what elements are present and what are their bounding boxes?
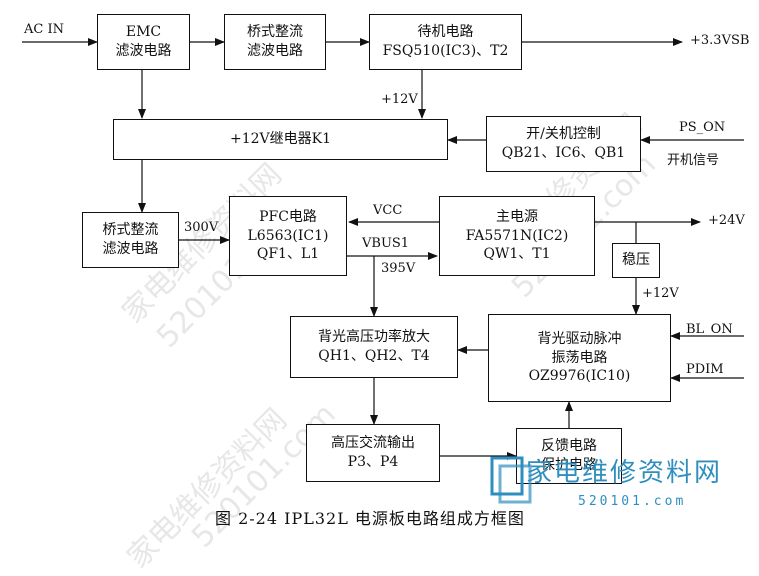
v12-standby-label: +12V [381, 92, 418, 107]
block-diagram: 家电维修资料网 520101.com 家电维修资料网 520101.com 家电… [22, 14, 756, 575]
block-line: 滤波电路 [247, 43, 303, 59]
v33sb-label: +3.3VSB [690, 33, 750, 48]
bridge-rectifier-left-block: 桥式整流 滤波电路 [82, 212, 179, 268]
vcc-label: VCC [373, 203, 403, 218]
block-line: FA5571N(IC2) [465, 227, 569, 244]
relay-block: +12V继电器K1 [113, 119, 448, 160]
v300-label: 300V [184, 220, 219, 235]
block-line: PFC电路 [259, 208, 317, 225]
pfc-circuit-block: PFC电路 L6563(IC1) QF1、L1 [229, 196, 347, 276]
block-line: 稳压 [622, 252, 650, 269]
feedback-protection-block: 反馈电路 保护电路 [516, 428, 622, 484]
block-line: QF1、L1 [256, 246, 320, 263]
block-line: 高压交流输出 [331, 435, 415, 452]
block-line: P3、P4 [347, 454, 399, 470]
main-power-block: 主电源 FA5571N(IC2) QW1、T1 [439, 196, 595, 276]
ac-in-label: AC IN [24, 22, 64, 37]
v12-backlight-label: +12V [642, 286, 679, 301]
backlight-amplifier-block: 背光高压功率放大 QH1、QH2、T4 [290, 316, 458, 378]
standby-circuit-block: 待机电路 FSQ510(IC3)、T2 [369, 14, 522, 70]
logo-url: 520101.com [578, 494, 687, 509]
block-line: 背光高压功率放大 [318, 329, 430, 346]
block-line: 滤波电路 [115, 43, 172, 59]
block-line: 桥式整流 [247, 24, 303, 41]
block-line: 振荡电路 [551, 349, 608, 366]
backlight-driver-block: 背光驱动脉冲 振荡电路 OZ9976(IC10) [488, 314, 671, 402]
regulator-block: 稳压 [612, 243, 660, 278]
site-logo: 家电维修资料网 520101.com [486, 450, 756, 528]
block-line: L6563(IC1) [247, 227, 329, 244]
block-line: 桥式整流 [102, 222, 159, 239]
emc-filter-block: EMC 滤波电路 [97, 14, 190, 70]
v24-label: +24V [708, 213, 745, 228]
logo-mark-icon [490, 456, 532, 504]
block-line: 滤波电路 [102, 241, 159, 257]
connector-lines [22, 38, 744, 460]
block-line: 开/关机控制 [526, 126, 601, 143]
block-line: QH1、QH2、T4 [318, 348, 430, 364]
block-line: FSQ510(IC3)、T2 [382, 43, 509, 59]
on-off-control-block: 开/关机控制 QB21、IC6、QB1 [486, 116, 641, 172]
block-line: QW1、T1 [483, 246, 551, 263]
block-line: 主电源 [496, 208, 538, 225]
hv-ac-output-block: 高压交流输出 P3、P4 [306, 424, 440, 482]
block-line: 待机电路 [417, 24, 474, 41]
figure-caption: 图 2-24 IPL32L 电源板电路组成方框图 [215, 509, 525, 528]
logo-text: 家电维修资料网 [526, 458, 723, 488]
bl-on-label: BL_ON [686, 322, 733, 337]
block-line: OZ9976(IC10) [528, 368, 631, 385]
block-line: QB21、IC6、QB1 [501, 145, 626, 161]
block-line: +12V继电器K1 [229, 131, 332, 148]
block-line: 背光驱动脉冲 [537, 330, 622, 347]
pdim-label: PDIM [686, 362, 724, 377]
block-line: EMC [125, 24, 162, 41]
vbus1-label: VBUS1 [362, 236, 410, 251]
v395-label: 395V [381, 261, 416, 276]
block-line: 保护电路 [541, 457, 597, 473]
ps-on-label: PS_ON [679, 120, 726, 135]
power-on-signal-label: 开机信号 [667, 153, 720, 168]
bridge-rectifier-top-block: 桥式整流 滤波电路 [224, 14, 326, 70]
block-line: 反馈电路 [541, 438, 597, 455]
